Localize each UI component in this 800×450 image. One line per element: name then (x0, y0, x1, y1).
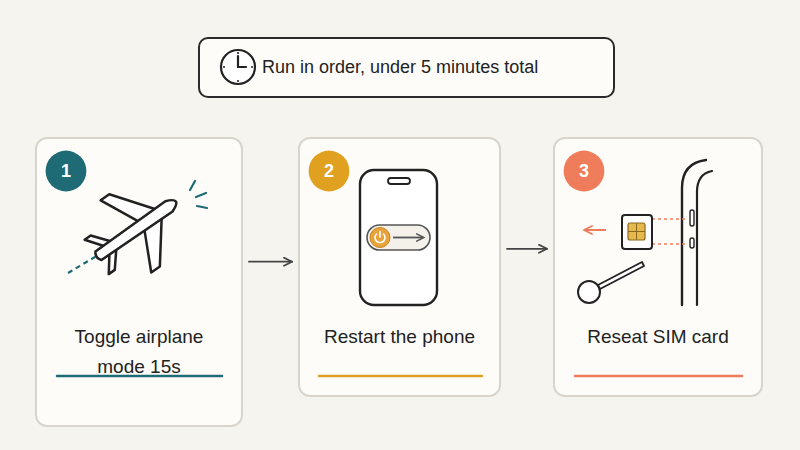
phone-body (360, 170, 437, 305)
signal-ticks (190, 181, 207, 208)
accent-underline (319, 375, 482, 378)
power-symbol (375, 232, 385, 243)
clock-hands (238, 56, 246, 67)
guide-line (652, 243, 688, 245)
eject-pin (598, 262, 644, 289)
step-number: 3 (563, 150, 605, 192)
flow-arrow (249, 261, 292, 263)
slide-arrow (393, 237, 423, 239)
clock-face (221, 50, 255, 84)
step-card: Reseat SIM card 3 (553, 137, 763, 397)
phone-notch (388, 178, 410, 184)
power-button (370, 228, 390, 248)
accent-underline (57, 375, 222, 378)
sim-illustration (578, 160, 712, 305)
power-slider (367, 225, 430, 250)
step-label: Toggle airplane mode 15s (54, 322, 224, 382)
step-card: Toggle airplane mode 15s 1 (35, 137, 243, 427)
accent-underline (575, 375, 742, 378)
step-number-text: 3 (579, 156, 589, 186)
sim-tray (622, 215, 652, 249)
step-number-text: 2 (324, 156, 334, 186)
title-text: Run in order, under 5 minutes total (262, 57, 538, 78)
airplane-icon (71, 165, 201, 293)
chip-contacts (628, 223, 645, 240)
airplane-illustration (68, 165, 207, 293)
step-number: 1 (45, 150, 87, 192)
step-label: Restart the phone (324, 322, 475, 352)
step-card: Restart the phone 2 (298, 137, 501, 397)
eject-arrow (585, 229, 606, 231)
sim-chip (628, 223, 645, 240)
sim-slot (690, 238, 694, 248)
clock-icon (221, 50, 255, 84)
title-box: Run in order, under 5 minutes total (198, 37, 615, 98)
guide-line (652, 218, 688, 220)
flight-trail (68, 254, 100, 273)
eject-pin-ring (578, 281, 600, 303)
phone-edge (697, 171, 712, 305)
badge-circle (564, 151, 605, 192)
flow-arrow (507, 248, 547, 250)
side-button (690, 210, 694, 226)
clock-ticks (223, 52, 253, 82)
step-label: Reseat SIM card (587, 322, 729, 352)
step-number-text: 1 (61, 156, 71, 186)
badge-circle (46, 151, 87, 192)
badge-circle (309, 151, 350, 192)
step-number: 2 (308, 150, 350, 192)
phone-illustration (360, 170, 437, 305)
phone-edge (682, 160, 706, 305)
